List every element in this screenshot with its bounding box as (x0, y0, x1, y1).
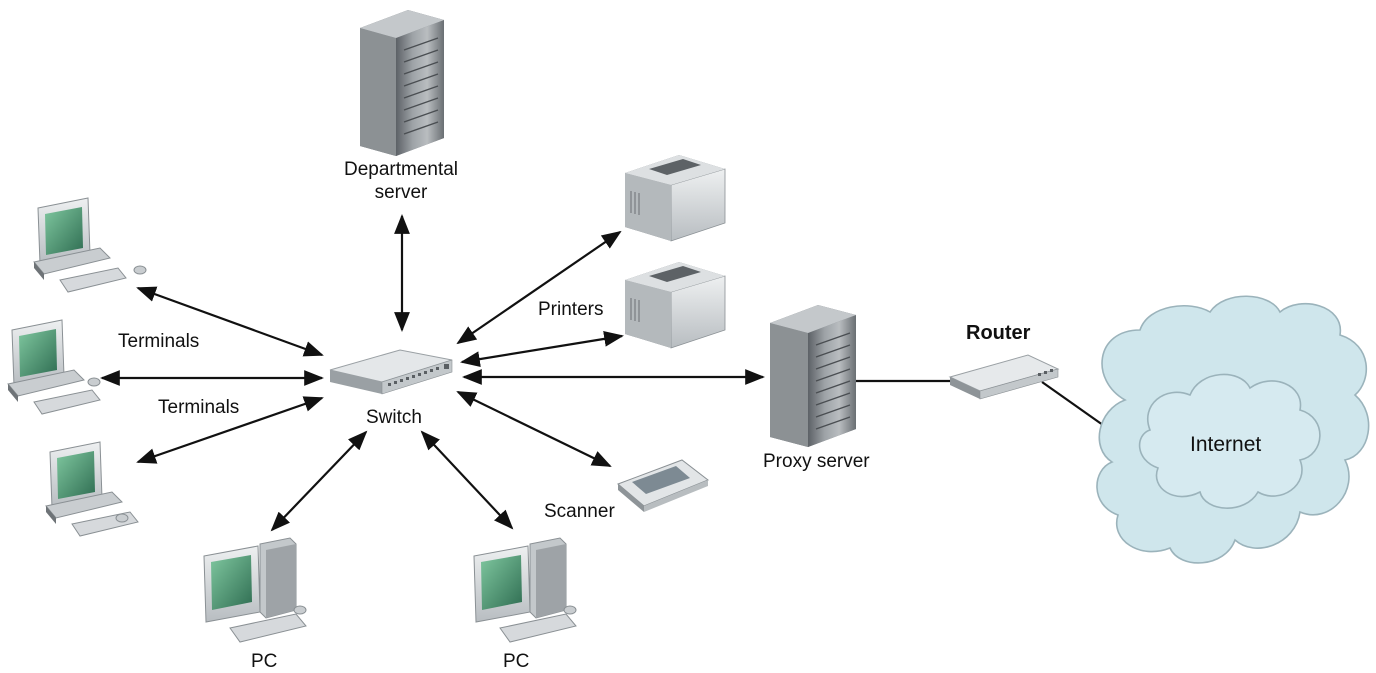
link-router-internet (1041, 381, 1111, 431)
switch-label: Switch (366, 407, 422, 428)
link-switch-terminal-1 (136, 286, 324, 357)
link-switch-pc-left (270, 430, 368, 532)
connections (100, 214, 1111, 532)
printer-icon (625, 155, 726, 242)
printer-icon (625, 262, 726, 349)
proxy-server-label: Proxy server (763, 451, 870, 472)
terminal-icon (33, 197, 147, 293)
link-switch-scanner (456, 391, 612, 467)
cloud-icon (1096, 295, 1370, 564)
server-icon (770, 305, 856, 447)
router-icon (948, 354, 1060, 400)
scanner-label: Scanner (544, 501, 615, 522)
departmental-server-label: Departmental server (343, 159, 459, 203)
pc-label-left: PC (251, 651, 278, 672)
server-icon (360, 10, 444, 156)
link-switch-printer-1 (456, 230, 622, 345)
link-switch-printer-2 (460, 331, 624, 367)
switch-icon (329, 349, 453, 395)
terminals-label-bottom: Terminals (158, 397, 240, 418)
terminal-icon (7, 319, 101, 415)
link-switch-pc-right (420, 430, 514, 530)
terminals-label-top: Terminals (118, 331, 200, 352)
pc-icon (473, 537, 577, 643)
pc-icon (203, 537, 307, 643)
link-switch-terminal-3 (136, 396, 324, 464)
scanner-icon (617, 459, 709, 512)
pc-label-right: PC (503, 651, 530, 672)
terminal-icon (45, 441, 139, 537)
router-label: Router (966, 322, 1031, 344)
printers-label: Printers (538, 299, 604, 320)
internet-label: Internet (1190, 433, 1262, 456)
